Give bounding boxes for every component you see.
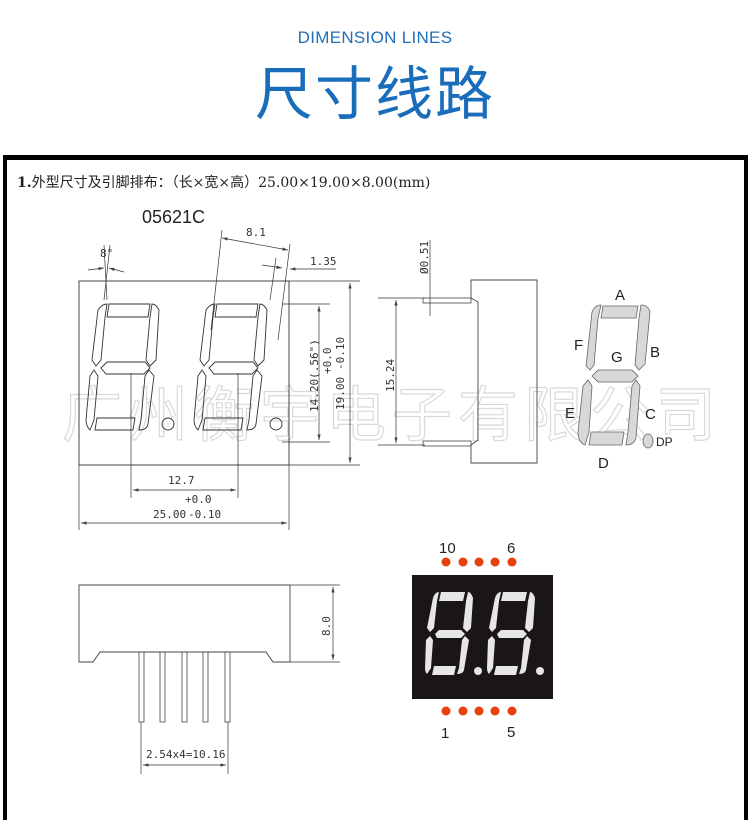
pin-spacing-label: 15.24 [384,359,397,392]
width-label: 25.00 [153,508,186,521]
front-view: 05621C 8° 8.1 1.35 14.20(.56") 19.00 +0.… [78,207,360,530]
segment-labels: A B C D E F G DP [565,287,673,472]
digit-height-label: 14.20(.56") [308,339,321,412]
height-tol-plus: +0.0 [321,348,334,375]
drawing-frame [3,155,748,820]
technical-drawing: 广州衡宇电子有限公司 05621C 8° 8.1 1.35 14.20(.56"… [61,207,717,774]
segment-label-e: E [565,405,575,422]
segment-label-dp: DP [656,435,673,449]
width-tol-plus: +0.0 [185,493,212,506]
pin-label-5: 5 [507,724,515,741]
width-tol-minus: -0.10 [188,508,221,521]
section-subtitle: DIMENSION LINES [297,28,453,47]
bottom-pins [441,706,517,716]
segment-width-label: 1.35 [310,255,337,268]
segment-label-c: C [645,406,656,423]
segment-label-d: D [598,455,609,472]
top-pins [441,557,517,567]
part-number: 05621C [142,207,205,227]
section-title: 尺寸线路 [254,60,495,128]
segment-label-a: A [615,287,625,304]
segment-label-b: B [650,344,660,361]
pitch-label: 12.7 [168,474,195,487]
pinout-diagram: 10 6 1 5 [412,540,553,742]
segment-label-g: G [611,349,623,366]
thickness-label: 8.0 [320,616,333,636]
pin-label-6: 6 [507,540,515,557]
height-label: 19.00 [334,377,347,410]
side-view: Ø0.51 15.24 [378,240,538,464]
height-tol-minus: -0.10 [334,337,347,370]
segment-diagram [577,304,654,449]
spec-number: 1. [17,175,32,191]
spec-text: 外型尺寸及引脚排布：（长×宽×高）25.00×19.00×8.00(mm) [31,175,431,191]
segment-label-f: F [574,337,583,354]
digit-width-label: 8.1 [246,226,266,239]
pin-diameter-label: Ø0.51 [418,241,431,274]
angle-label: 8° [100,247,113,260]
pin-label-1: 1 [441,725,449,742]
pin-pitch-label: 2.54x4=10.16 [146,748,225,761]
pin-label-10: 10 [439,540,456,557]
spec-line: 1.外型尺寸及引脚排布：（长×宽×高）25.00×19.00×8.00(mm) [17,172,430,192]
pins [138,651,231,723]
bottom-view: 8.0 2.54x4=10.16 [78,584,340,774]
